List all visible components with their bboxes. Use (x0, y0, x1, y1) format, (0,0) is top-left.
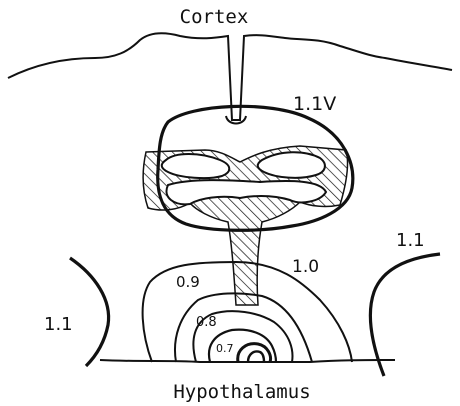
label-cortex: Cortex (180, 6, 249, 28)
value-0-9: 0.9 (176, 273, 200, 291)
contour-1-1-right (370, 254, 440, 376)
label-hypothalamus: Hypothalamus (173, 381, 310, 403)
contour-innermost-ring-2 (248, 351, 264, 362)
value-1-1v: 1.1V (293, 93, 336, 115)
value-1-1-right: 1.1 (396, 230, 425, 251)
value-1-1-left: 1.1 (44, 314, 73, 335)
value-1-0: 1.0 (292, 257, 319, 277)
value-0-7: 0.7 (216, 342, 234, 355)
value-0-8: 0.8 (196, 315, 217, 330)
contour-1-1-left (70, 258, 109, 366)
